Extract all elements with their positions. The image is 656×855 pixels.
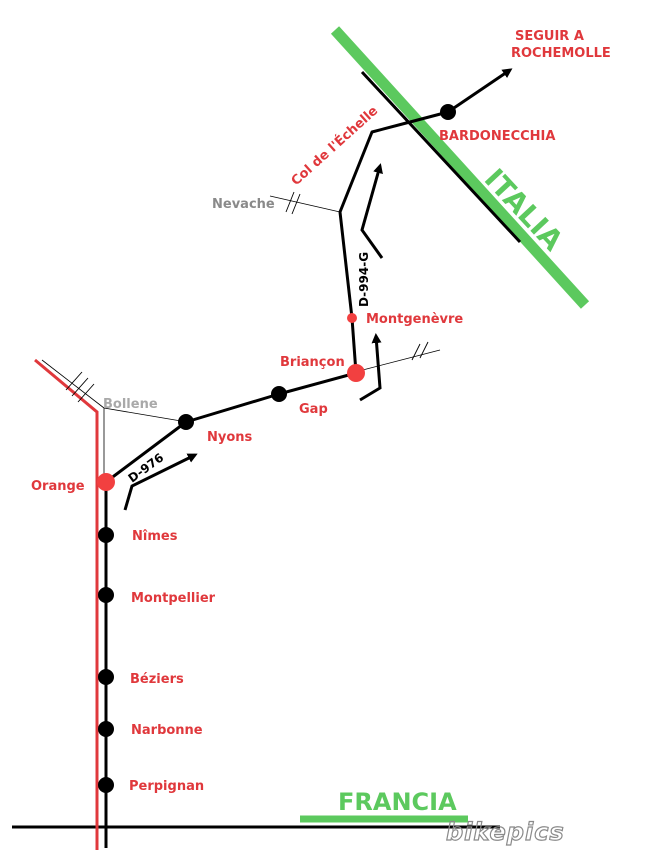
watermark-logo: bikepics [446,818,565,846]
label-gap: Gap [299,402,328,417]
highway-line [34,358,99,850]
direction-arrow-icon [123,68,513,511]
stop-briancon [347,364,365,382]
stop-perpignan [98,777,114,793]
border-crossing-tick-icon [65,191,429,403]
label-francia: FRANCIA [338,788,457,816]
stop-nimes [98,527,114,543]
stop-narbonne [98,721,114,737]
stop-beziers [98,669,114,685]
label-montpellier: Montpellier [131,591,216,606]
minor-roads [41,195,441,480]
destination-line2: ROCHEMOLLE [511,46,611,61]
label-briancon: Briançon [280,355,345,370]
stop-nyons [178,414,194,430]
label-bollene: Bollene [103,397,158,412]
label-bardonecchia: BARDONECCHIA [439,129,555,144]
label-nyons: Nyons [207,430,253,445]
france-border [12,815,500,829]
stop-montpellier [98,587,114,603]
label-beziers: Béziers [130,672,184,687]
stop-montgenevre [347,313,357,323]
stop-gap [271,386,287,402]
label-orange: Orange [31,479,85,494]
stop-bardonecchia [440,104,456,120]
stop-orange [97,473,115,491]
label-perpignan: Perpignan [129,779,204,794]
label-narbonne: Narbonne [131,723,203,738]
label-nimes: Nîmes [132,529,178,544]
label-montgenevre: Montgenèvre [366,312,463,327]
label-nevache: Nevache [212,197,275,212]
italy-border [330,26,590,309]
destination-line1: SEGUIR A [515,29,584,44]
stops [97,104,456,793]
label-d994g: D-994-G [357,252,371,307]
